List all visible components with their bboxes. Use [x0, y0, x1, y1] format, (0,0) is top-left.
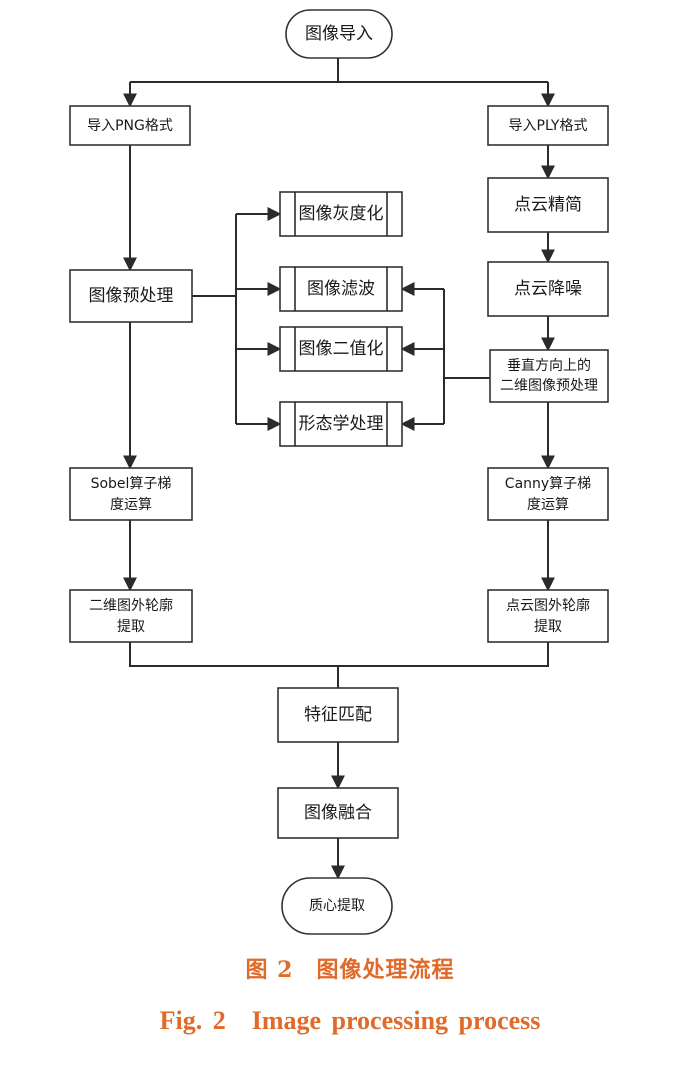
node-fusion: 图像融合 [277, 787, 399, 839]
edge-preprocess-bus [192, 214, 237, 424]
node-sobel: Sobel算子梯 度运算 [69, 467, 193, 521]
node-binary: 图像二值化 [279, 326, 403, 372]
edge-merge [129, 642, 549, 688]
node-contour-pc-label-line1: 点云图外轮廓 [506, 597, 590, 614]
node-filter: 图像滤波 [279, 266, 403, 312]
node-png: 导入PNG格式 [69, 105, 191, 146]
node-fusion-label: 图像融合 [304, 803, 372, 823]
node-match-label: 特征匹配 [304, 705, 372, 725]
node-contour-2d-label-line1: 二维图外轮廓 [89, 597, 173, 614]
node-contour-pc: 点云图外轮廓 提取 [487, 589, 609, 643]
node-canny: Canny算子梯 度运算 [487, 467, 609, 521]
node-sobel-label-line2: 度运算 [110, 497, 152, 513]
node-contour-2d: 二维图外轮廓 提取 [69, 589, 193, 643]
node-vertical: 垂直方向上的 二维图像预处理 [489, 349, 609, 403]
node-preprocess-label: 图像预处理 [89, 286, 174, 306]
node-vertical-label-line1: 垂直方向上的 [507, 357, 591, 374]
node-end: 质心提取 [281, 877, 393, 935]
node-start: 图像导入 [285, 9, 393, 59]
node-vertical-label-line2: 二维图像预处理 [500, 378, 598, 394]
edge-start-split [130, 58, 548, 83]
node-denoise-label: 点云降噪 [514, 279, 582, 299]
flowchart: 图像导入 导入PNG格式 导入PLY格式 图像预处理 图像灰度化 图像滤波 图像… [69, 9, 609, 935]
node-end-label: 质心提取 [309, 898, 365, 914]
node-preprocess: 图像预处理 [69, 269, 193, 323]
node-ply-label: 导入PLY格式 [509, 118, 588, 134]
edge-vertical-bus [443, 289, 490, 424]
connectors [123, 58, 555, 880]
node-gray-label: 图像灰度化 [299, 204, 384, 224]
node-simplify-label: 点云精简 [514, 195, 582, 215]
node-canny-label-line1: Canny算子梯 [505, 476, 591, 492]
node-sobel-label-line1: Sobel算子梯 [91, 476, 172, 492]
node-morph: 形态学处理 [279, 401, 403, 447]
node-ply: 导入PLY格式 [487, 105, 609, 146]
node-simplify: 点云精简 [487, 177, 609, 233]
node-canny-label-line2: 度运算 [527, 497, 569, 513]
node-match: 特征匹配 [277, 687, 399, 743]
node-contour-2d-label-line2: 提取 [117, 619, 145, 635]
node-gray: 图像灰度化 [279, 191, 403, 237]
figure-caption-english: Fig. 2 Image processing process [159, 1006, 541, 1035]
node-filter-label: 图像滤波 [307, 279, 375, 299]
node-binary-label: 图像二值化 [299, 339, 384, 359]
figure-caption-chinese: 图 2 图像处理流程 [245, 957, 455, 983]
node-png-label: 导入PNG格式 [87, 118, 173, 134]
node-contour-pc-label-line2: 提取 [534, 619, 562, 635]
node-start-label: 图像导入 [305, 24, 373, 44]
node-morph-label: 形态学处理 [299, 414, 384, 434]
node-denoise: 点云降噪 [487, 261, 609, 317]
